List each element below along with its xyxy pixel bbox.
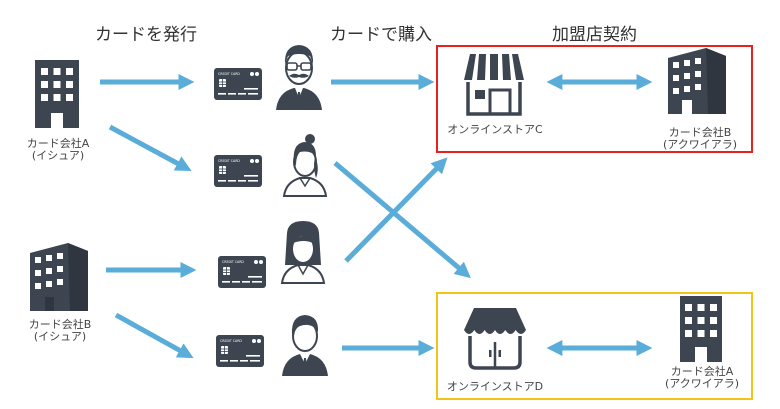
issuer-a-role: (イシュア)	[31, 149, 85, 162]
arrow-person-2-to-store-d	[333, 161, 471, 279]
credit-card-icon: CREDIT CARD	[214, 155, 262, 187]
store-icon	[464, 54, 524, 116]
issuer-b-role: (イシュア)	[33, 330, 87, 343]
store-d-frame	[436, 292, 753, 400]
credit-card-text: CREDIT CARD	[222, 260, 244, 264]
arrow-issuer-a-to-card-2	[108, 124, 192, 172]
acquirer-a-name: カード会社A	[670, 365, 734, 378]
issuer-b-label: カード会社B (イシュア)	[20, 319, 100, 343]
credit-card-text: CREDIT CARD	[218, 72, 240, 76]
credit-card-icon: CREDIT CARD	[218, 256, 266, 288]
store-c-frame	[436, 45, 753, 153]
credit-card-icon: CREDIT CARD	[216, 335, 264, 367]
building-icon	[30, 243, 88, 311]
acquirer-a-role: (アクワイアラ)	[664, 377, 740, 390]
credit-card-text: CREDIT CARD	[218, 159, 240, 163]
acquirer-b-label: カード会社B (アクワイアラ)	[660, 127, 740, 151]
heading-purchase: カードで購入	[330, 25, 432, 45]
building-icon	[668, 48, 726, 114]
building-icon	[680, 296, 722, 362]
acquirer-b-name: カード会社B	[668, 126, 732, 139]
man-icon	[282, 315, 328, 376]
arrow-issuer-b-to-card-4	[114, 312, 194, 359]
heading-merchant-contract: 加盟店契約	[552, 25, 637, 45]
store-d-label: オンラインストアD	[446, 380, 544, 393]
credit-card-icon: CREDIT CARD	[214, 68, 262, 100]
acquirer-b-role: (アクワイアラ)	[662, 138, 738, 151]
heading-issue: カードを発行	[95, 25, 197, 45]
credit-card-text: CREDIT CARD	[220, 339, 242, 343]
acquirer-a-label: カード会社A (アクワイアラ)	[662, 366, 742, 390]
woman-icon	[282, 134, 328, 197]
issuer-b-name: カード会社B	[28, 318, 92, 331]
woman-long-hair-icon	[280, 221, 326, 284]
building-icon	[35, 60, 79, 128]
arrow-person-3-to-store-c	[344, 157, 448, 263]
store-c-label: オンラインストアC	[447, 123, 543, 136]
issuer-a-name: カード会社A	[26, 137, 90, 150]
issuer-a-label: カード会社A (イシュア)	[18, 138, 98, 162]
man-glasses-icon	[276, 45, 322, 110]
store-icon	[464, 308, 526, 370]
